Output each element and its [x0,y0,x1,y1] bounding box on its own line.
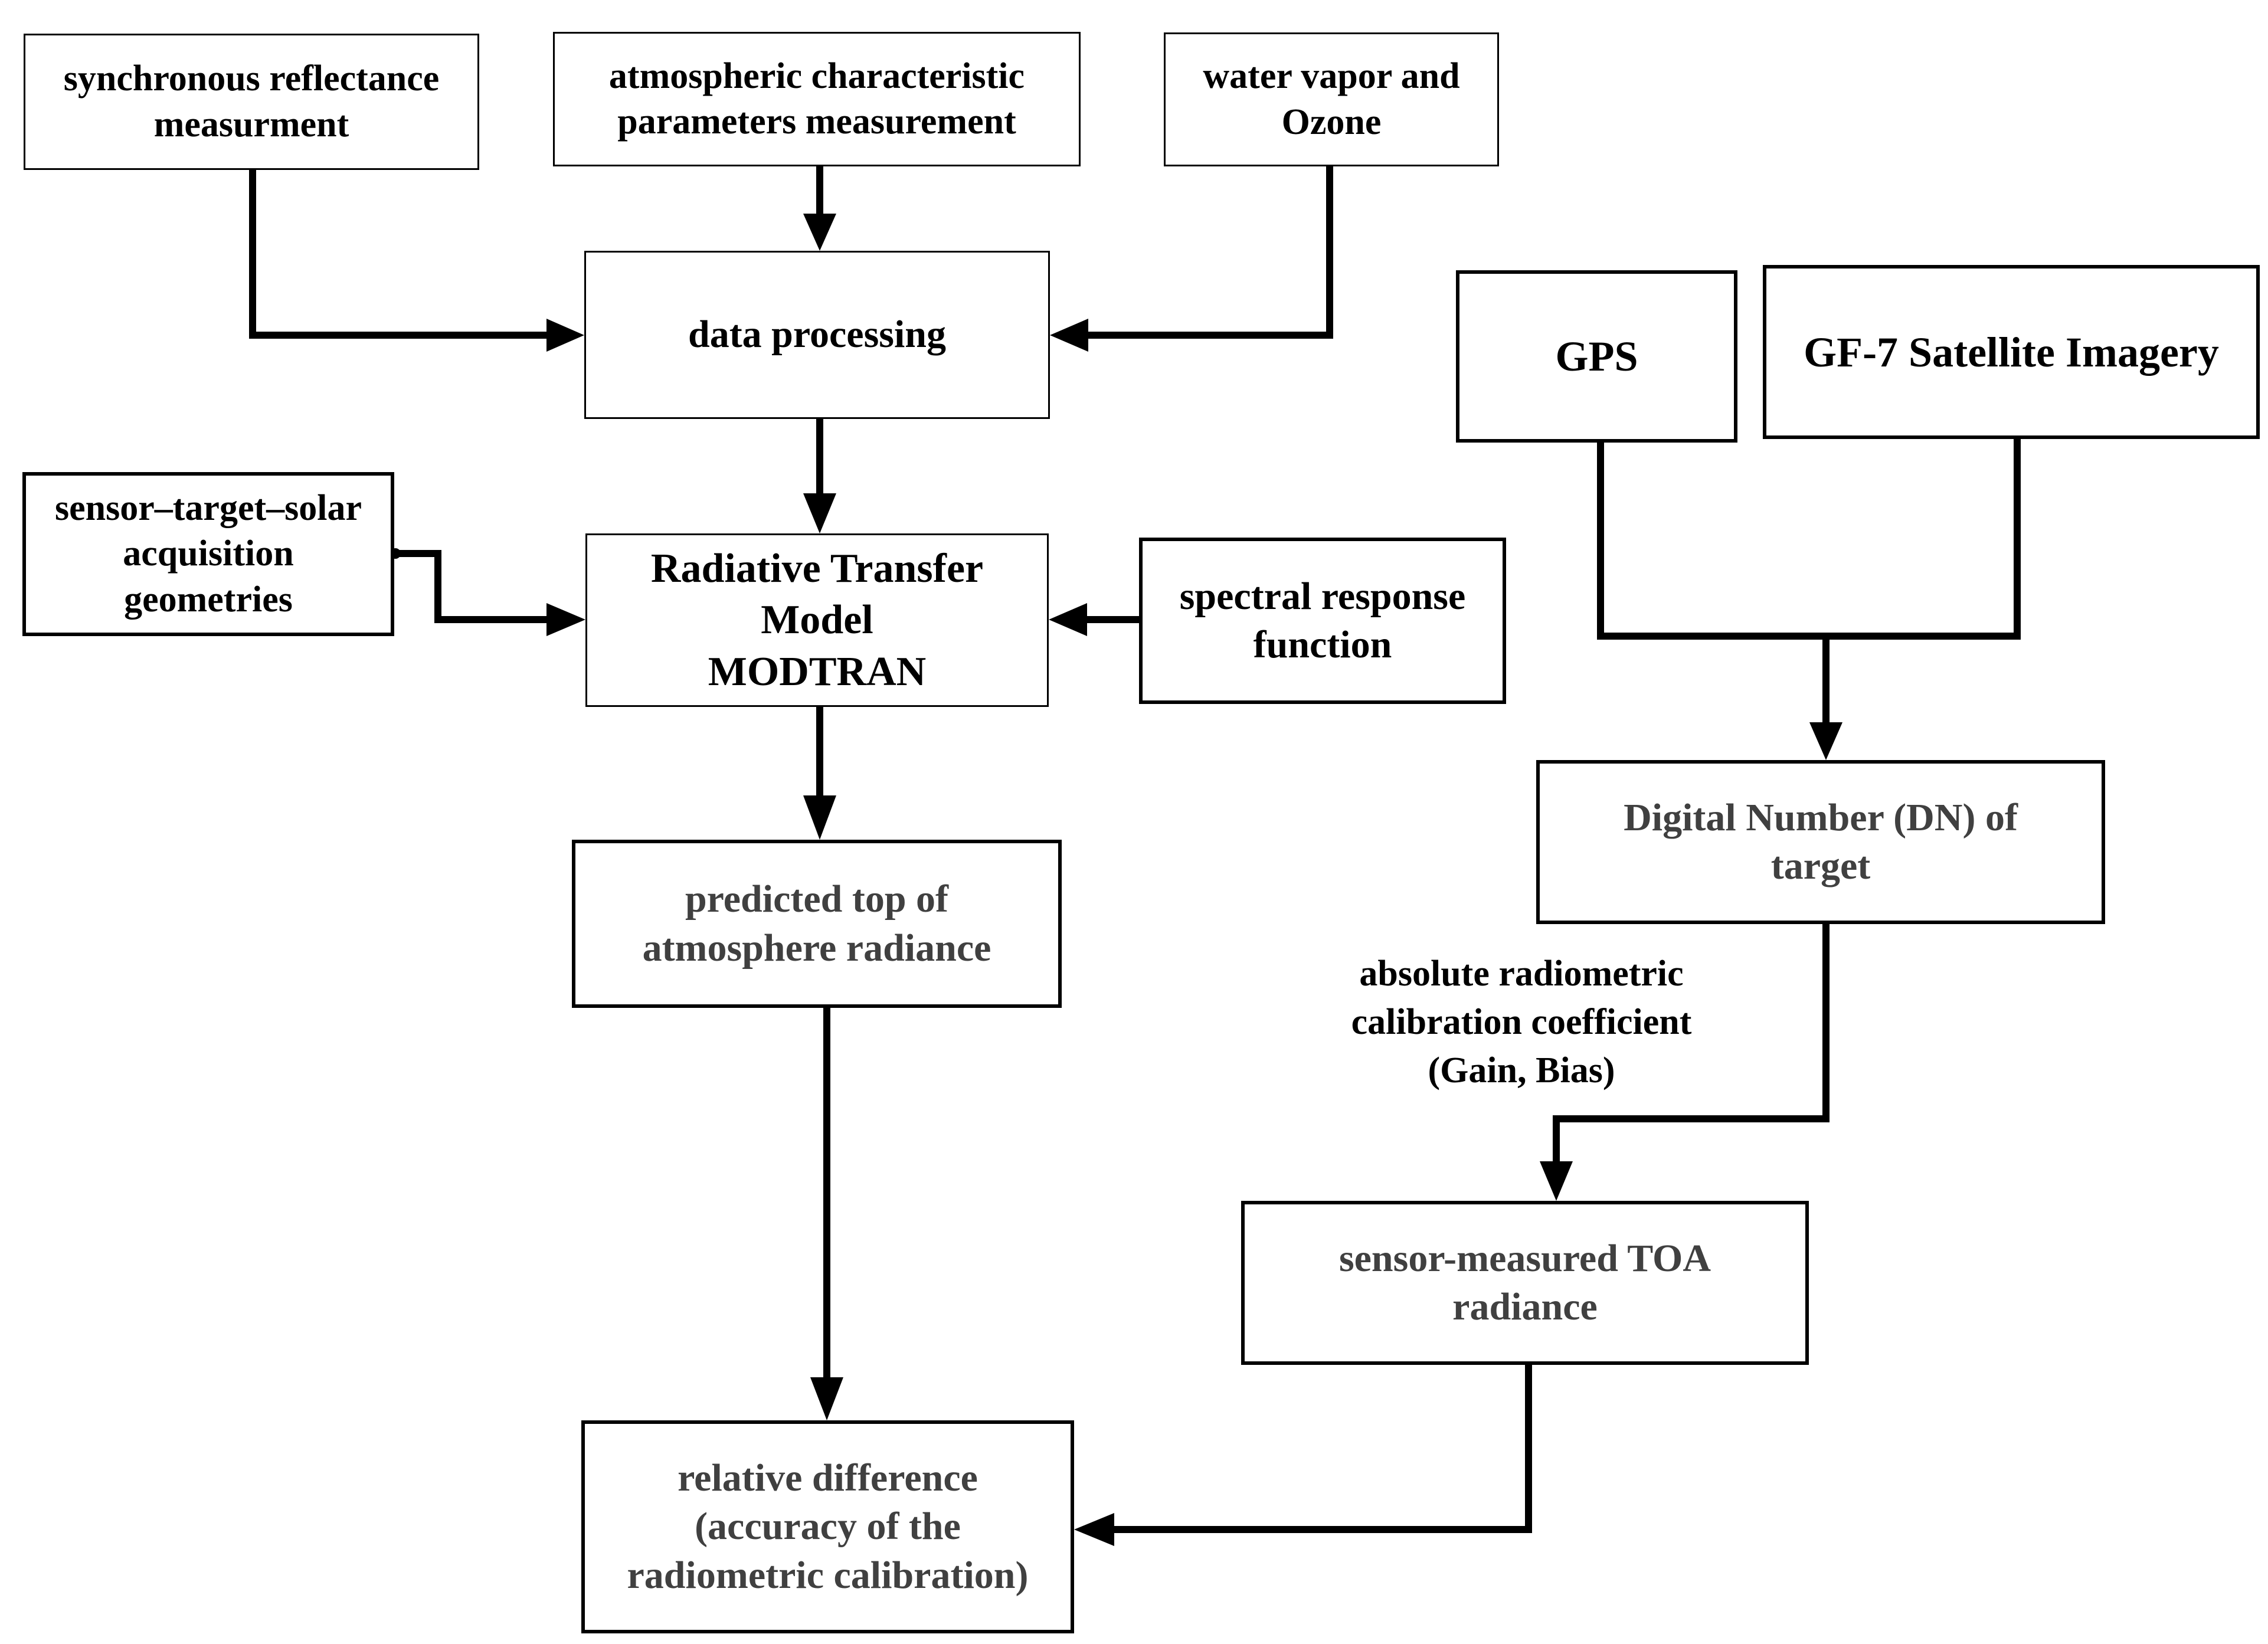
edge-sensor-toa-to-relative-diff [1111,1365,1532,1533]
edge-label-calibration-coefficient: absolute radiometric calibration coeffic… [1303,950,1740,1095]
node-text-line: function [1253,623,1392,666]
arrowhead-into-relative-diff-right [1074,1513,1114,1546]
node-text-line: (accuracy of the [695,1505,961,1548]
node-text-line: Digital Number (DN) of [1624,795,2018,839]
edge-label-line: (Gain, Bias) [1428,1050,1615,1090]
edge-label-line: calibration coefficient [1351,1001,1692,1042]
node-gf7-satellite-imagery: GF-7 Satellite Imagery [1763,265,2260,439]
node-acquisition-geometries: sensor–target–solar acquisition geometri… [22,472,394,636]
arrowhead-into-data-processing-top [803,214,836,251]
node-text-line: synchronous reflectance [63,58,440,99]
arrowhead-into-data-processing-left [546,319,584,352]
node-water-vapor-ozone: water vapor and Ozone [1164,32,1499,166]
arrowhead-into-data-processing-right [1050,319,1088,352]
node-text-line: radiometric calibration) [627,1553,1029,1597]
node-synchronous-reflectance: synchronous reflectance measurment [24,34,479,170]
node-text-line: Ozone [1281,101,1382,142]
node-text-line: parameters measurement [617,101,1016,142]
arrowhead-into-relative-diff-top [810,1377,843,1420]
node-text-line: sensor-measured TOA [1338,1236,1711,1280]
arrowhead-into-rtm-right [1049,603,1087,636]
node-text-line: geometries [124,579,293,620]
node-text-line: radiance [1452,1285,1598,1328]
edge-dn-to-sensor-toa [1553,924,1830,1164]
node-predicted-toa-radiance: predicted top of atmosphere radiance [572,840,1062,1008]
node-relative-difference: relative difference (accuracy of the rad… [581,1420,1074,1633]
node-sensor-measured-toa: sensor-measured TOA radiance [1241,1201,1809,1365]
node-text-line: predicted top of [685,877,949,921]
arrowhead-into-sensor-toa [1540,1161,1573,1201]
node-text-line: relative difference [678,1456,978,1499]
node-digital-number: Digital Number (DN) of target [1536,760,2105,924]
node-text-line: measurment [153,104,349,145]
edge-gps-gf7-to-dn [1597,439,2021,640]
edge-water-vapor-to-data-processing [1085,166,1333,339]
node-text-line: acquisition [123,533,294,574]
node-atmospheric-parameters: atmospheric characteristic parameters me… [553,32,1081,166]
node-text-line: GPS [1555,333,1638,380]
node-text-line: sensor–target–solar [55,487,362,528]
node-text-line: spectral response [1179,574,1466,618]
node-text-line: Radiative Transfer [650,545,984,591]
arrowhead-into-rtm-top [803,493,836,533]
arrowhead-into-dn [1809,722,1842,760]
node-radiative-transfer-model: Radiative Transfer Model MODTRAN [585,533,1049,707]
node-text-line: atmosphere radiance [642,926,991,970]
edge-label-line: absolute radiometric [1359,954,1684,994]
edge-sync-reflectance-to-data-processing [249,170,549,339]
node-data-processing: data processing [584,251,1050,419]
node-text-line: atmospheric characteristic [608,55,1025,96]
node-text-line: MODTRAN [708,649,927,695]
node-text-line: GF-7 Satellite Imagery [1804,328,2219,376]
node-spectral-response-function: spectral response function [1139,538,1506,704]
edge-geometry-to-rtm [394,550,550,623]
node-text-line: water vapor and [1203,56,1460,96]
node-text-line: Model [761,597,873,643]
arrowhead-into-rtm-left [546,603,585,636]
node-gps: GPS [1456,270,1737,443]
arrowhead-into-predicted-toa [803,795,836,840]
node-text-line: data processing [688,313,946,356]
node-text-line: target [1770,844,1871,888]
